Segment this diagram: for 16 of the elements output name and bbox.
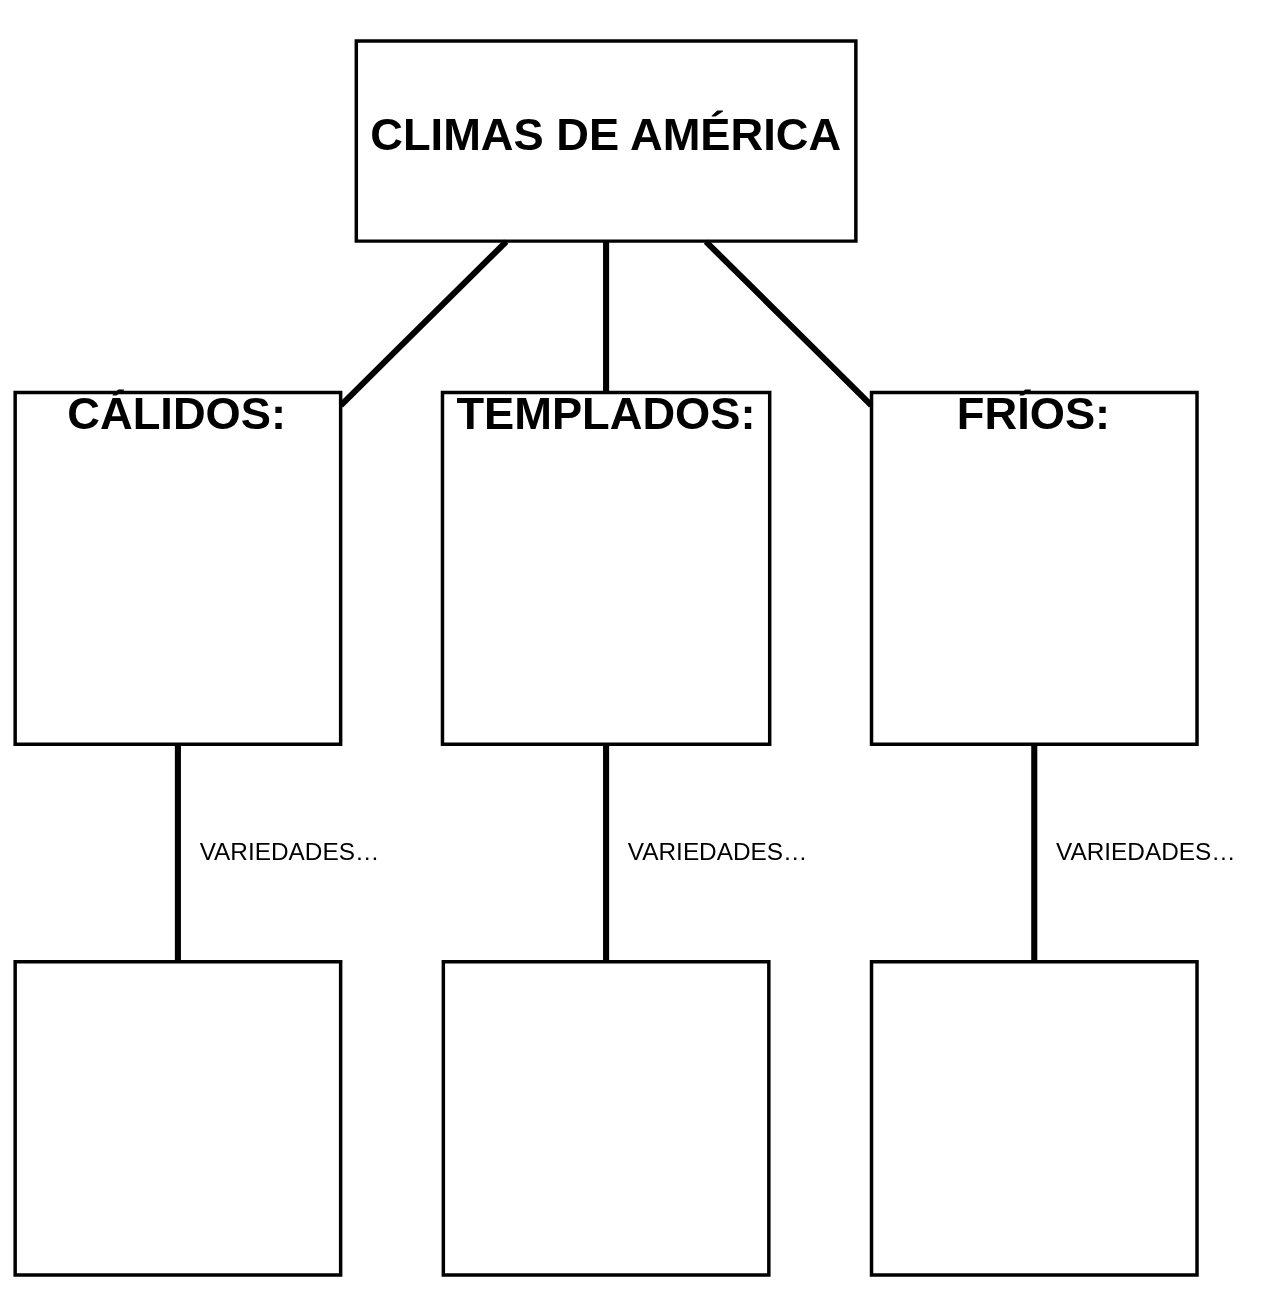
connector [1031,744,1038,961]
connector [338,238,509,407]
node-box: CLIMAS DE AMÉRICA [354,38,858,243]
node-box [869,959,1199,1277]
connector [603,241,610,392]
edge-label: VARIEDADES… [627,837,808,865]
connector [174,744,181,961]
node-box [13,959,343,1277]
connector [603,744,610,961]
node-box [441,959,771,1277]
edge-label: VARIEDADES… [1056,837,1236,865]
connector [703,238,874,407]
node-box: CÁLIDOS: [13,390,343,746]
node-box: FRÍOS: [869,390,1199,746]
node-box: TEMPLADOS: [440,390,772,746]
edge-label: VARIEDADES… [199,837,380,865]
